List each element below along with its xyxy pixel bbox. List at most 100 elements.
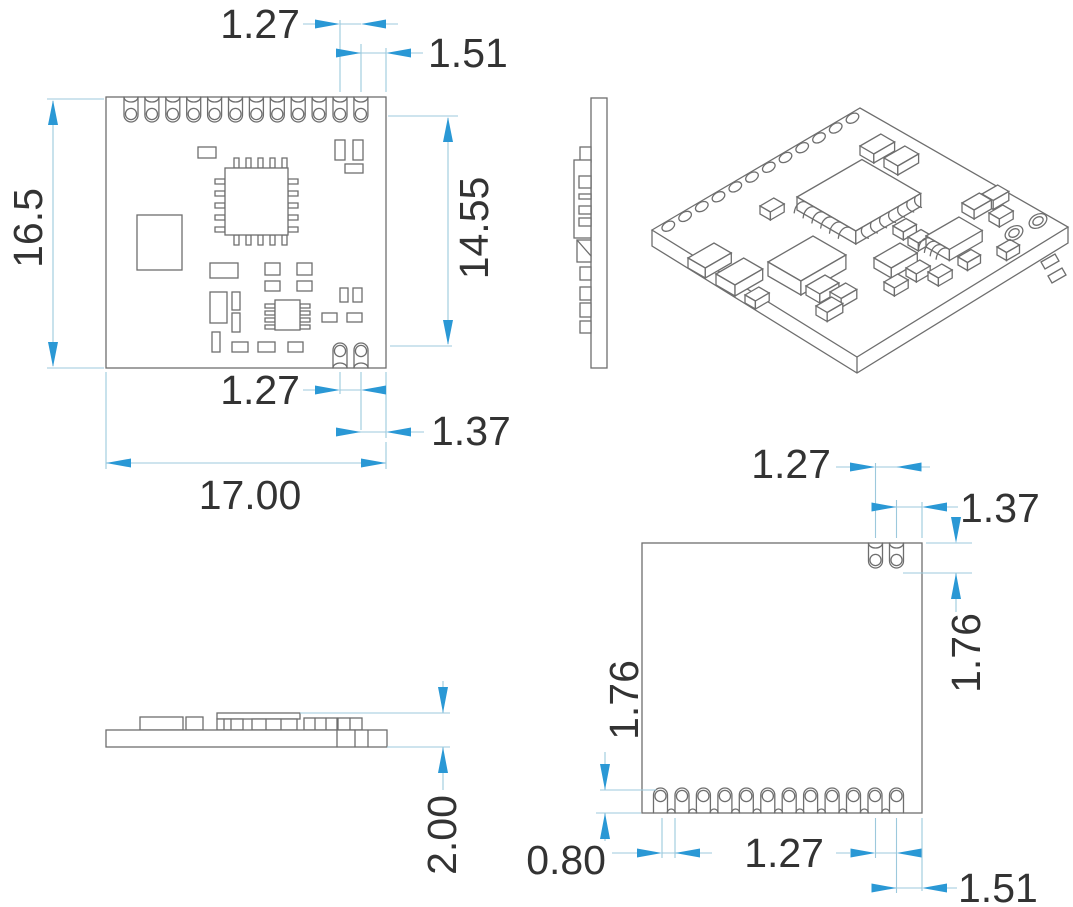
side-component (579, 320, 592, 334)
dim-label-back-bottom-edge: 1.51 (958, 865, 1038, 907)
front-dimensions: 1.27 1.51 16.5 14.55 1.27 1.37 17.00 (5, 1, 511, 518)
profile-component (303, 717, 338, 731)
castellated-hole (745, 171, 759, 183)
qfn-lead (828, 221, 842, 234)
side-component (576, 239, 592, 263)
dim-label-back-bottom-pitch: 1.27 (744, 830, 824, 876)
smd-component (352, 287, 363, 303)
ic-lead (917, 237, 931, 250)
profile-component (216, 712, 301, 720)
mount-hole-inner (1032, 216, 1044, 226)
side-component (578, 193, 592, 200)
iso-component-side (1005, 243, 1021, 262)
qfn-lead (906, 200, 915, 213)
front-components (136, 139, 364, 353)
profile-pad-lines (336, 729, 369, 748)
mount-hole-outer (1028, 212, 1048, 230)
soic-body (274, 299, 301, 331)
castellated-hole (828, 122, 843, 134)
iso-component-side (966, 253, 982, 272)
iso-ic-leads (793, 195, 948, 260)
side-component (578, 217, 592, 227)
iso-component-side (973, 198, 993, 221)
back-dimensions: 1.27 1.37 1.76 1.76 0.80 1.27 1.51 (526, 441, 1040, 907)
shield-component (136, 214, 183, 271)
iso-component-side (769, 202, 785, 222)
iso-board-thickness (651, 226, 1069, 374)
side-component (579, 286, 592, 301)
profile-component (185, 716, 204, 731)
qfp-pins-bottom (233, 234, 288, 246)
profile-component (216, 718, 244, 731)
smd-component (346, 312, 363, 323)
qfp-body (224, 167, 289, 236)
profile-component (251, 718, 298, 731)
iso-component-side (873, 140, 896, 165)
bottom-profile-view: 2.00 (105, 681, 465, 875)
iso-corner-holes (1004, 212, 1067, 284)
dim-label-thickness: 2.00 (419, 795, 465, 875)
smd-component (231, 341, 249, 353)
castellated-hole (845, 112, 860, 124)
iso-component-side (754, 291, 770, 311)
qfn-lead (869, 221, 879, 234)
mount-hole-outer (1004, 224, 1024, 242)
dim-label-board-height: 16.5 (5, 188, 51, 268)
smd-component (211, 331, 221, 353)
qfp-ic (214, 157, 299, 246)
edge-notches (1040, 253, 1067, 284)
castellated-hole (812, 132, 826, 144)
iso-component-side (897, 152, 920, 177)
side-component (579, 266, 592, 281)
iso-component-side (998, 209, 1014, 229)
ic-lead (923, 240, 937, 254)
ic-lead (929, 244, 942, 257)
dimension-arrowheads (438, 687, 448, 773)
iso-component-side (734, 267, 764, 298)
smd-component (209, 291, 228, 324)
castellated-hole (761, 161, 776, 174)
profile-component-lines (223, 718, 232, 731)
ic-lead (935, 247, 948, 260)
smd-component (231, 312, 241, 333)
qfn-lead (793, 201, 806, 214)
smd-component (352, 139, 364, 161)
soic-ic (264, 299, 311, 331)
soic-pins-right (299, 303, 311, 330)
dim-label-back-top-pitch: 1.27 (751, 441, 831, 487)
smd-component (334, 139, 346, 161)
smd-component (287, 341, 304, 353)
dimension-lines (300, 681, 450, 790)
dimension-lines (596, 463, 972, 893)
qfn-lead (887, 210, 897, 224)
side-board-outline (590, 97, 608, 369)
back-board-outline (641, 542, 923, 814)
dim-label-back-top-edge: 1.37 (960, 485, 1040, 531)
iso-component-side (826, 302, 844, 323)
iso-components (686, 133, 1021, 323)
profile-board-outline (105, 729, 388, 748)
profile-component-lines (314, 717, 327, 731)
side-profile-view (573, 97, 608, 369)
dim-label-pad-width: 0.80 (526, 837, 606, 883)
profile-component (139, 716, 184, 731)
side-component (579, 302, 592, 318)
qfn-lead (913, 195, 923, 209)
iso-component-side (704, 251, 732, 280)
qfn-lead (820, 216, 833, 229)
iso-component-side (893, 278, 909, 298)
dim-label-top-pin-edge: 1.51 (428, 30, 508, 76)
smd-component (264, 280, 281, 292)
qfn-lead (860, 226, 869, 239)
qfn-lead (878, 216, 888, 229)
smd-component (339, 287, 349, 303)
castellated-hole (661, 220, 676, 232)
iso-component-side (992, 190, 1010, 211)
smd-component (231, 291, 241, 311)
smd-component (264, 262, 281, 276)
castellated-hole (778, 151, 793, 164)
iso-component-side (937, 268, 953, 288)
side-component-edge (576, 239, 592, 257)
